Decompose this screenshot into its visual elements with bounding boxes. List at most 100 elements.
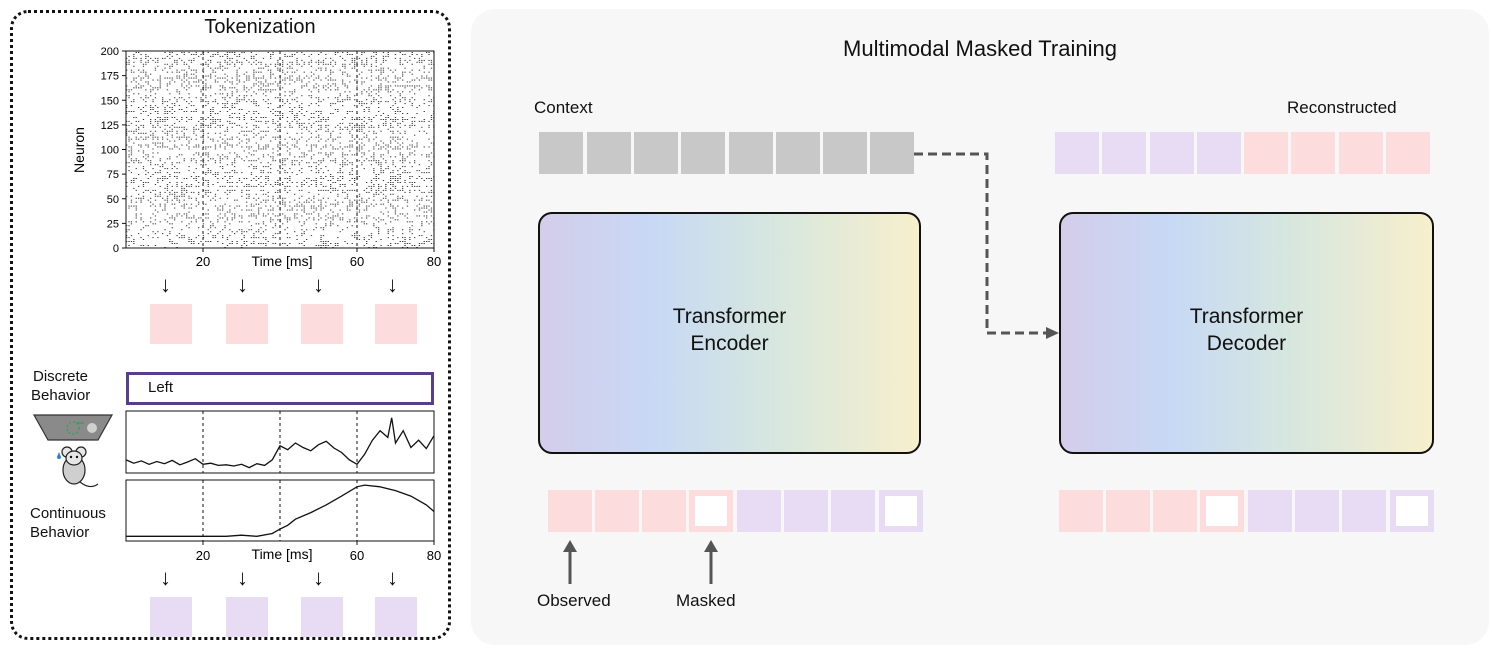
spike bbox=[145, 57, 147, 59]
spike bbox=[272, 219, 274, 221]
spike bbox=[320, 61, 322, 63]
spike bbox=[265, 245, 267, 246]
spike bbox=[145, 136, 147, 138]
spike bbox=[152, 107, 154, 108]
spike bbox=[286, 182, 289, 183]
spike bbox=[373, 101, 375, 103]
spike bbox=[349, 150, 351, 152]
spike bbox=[394, 136, 397, 138]
spike bbox=[246, 126, 248, 128]
spike bbox=[414, 124, 416, 126]
spike bbox=[344, 191, 346, 193]
spike bbox=[394, 69, 397, 71]
spike bbox=[174, 111, 176, 112]
spike bbox=[154, 69, 157, 71]
spike bbox=[224, 105, 226, 107]
spike bbox=[224, 103, 226, 105]
spike bbox=[342, 217, 344, 219]
spike bbox=[342, 71, 344, 73]
spike bbox=[337, 87, 339, 89]
spike bbox=[387, 52, 389, 53]
raster-spikes bbox=[126, 52, 435, 248]
spike bbox=[349, 221, 351, 223]
spike bbox=[248, 195, 250, 197]
spike bbox=[397, 107, 399, 108]
spike bbox=[282, 162, 284, 164]
spike bbox=[301, 209, 303, 211]
spike bbox=[428, 209, 430, 211]
spike bbox=[318, 67, 320, 69]
spike bbox=[226, 111, 229, 112]
spike bbox=[231, 217, 233, 219]
spike bbox=[229, 59, 231, 61]
spike bbox=[342, 128, 344, 130]
spike bbox=[224, 97, 226, 99]
spike bbox=[128, 55, 130, 57]
spike bbox=[375, 219, 377, 221]
spike bbox=[142, 99, 145, 101]
spike bbox=[294, 99, 296, 101]
spike bbox=[320, 239, 322, 240]
spike bbox=[176, 195, 178, 197]
spike bbox=[327, 241, 329, 242]
spike bbox=[164, 52, 166, 53]
spike bbox=[334, 182, 337, 183]
spike bbox=[188, 103, 190, 105]
spike bbox=[375, 65, 377, 67]
spike bbox=[284, 164, 286, 166]
spike bbox=[399, 189, 401, 191]
spike bbox=[322, 243, 325, 244]
spike bbox=[222, 243, 224, 244]
spike bbox=[222, 235, 224, 237]
spike bbox=[397, 180, 399, 181]
spike bbox=[195, 237, 197, 239]
spike bbox=[241, 191, 243, 193]
spike bbox=[231, 57, 233, 59]
spike bbox=[385, 184, 387, 185]
spike bbox=[219, 231, 221, 233]
spike bbox=[174, 195, 176, 197]
spike bbox=[344, 184, 346, 185]
spike bbox=[181, 221, 183, 223]
spike bbox=[272, 122, 274, 124]
spike bbox=[430, 67, 433, 69]
spike bbox=[234, 158, 236, 160]
spike bbox=[378, 189, 380, 191]
spike bbox=[322, 160, 325, 162]
spike bbox=[423, 65, 425, 67]
spike bbox=[130, 81, 133, 83]
spike bbox=[193, 172, 195, 174]
spike bbox=[327, 245, 329, 246]
spike bbox=[265, 229, 267, 231]
spike bbox=[402, 113, 404, 114]
spike bbox=[366, 136, 368, 138]
spike bbox=[392, 185, 394, 187]
spike bbox=[370, 235, 373, 237]
spike bbox=[332, 71, 334, 73]
spike bbox=[219, 85, 221, 87]
spike bbox=[272, 109, 274, 110]
spike bbox=[234, 54, 236, 55]
spike bbox=[246, 197, 248, 199]
context-token bbox=[776, 132, 820, 174]
spike bbox=[330, 69, 332, 71]
spike bbox=[394, 148, 397, 150]
spike bbox=[217, 233, 219, 235]
spike bbox=[310, 136, 313, 138]
spike bbox=[135, 138, 137, 140]
spike bbox=[207, 146, 209, 148]
spike bbox=[394, 213, 397, 215]
spike bbox=[224, 107, 226, 108]
spike bbox=[387, 215, 389, 217]
raster-ytick-label: 0 bbox=[113, 243, 119, 255]
spike bbox=[152, 124, 154, 126]
spike bbox=[147, 199, 149, 201]
spike bbox=[308, 89, 310, 91]
spike bbox=[202, 85, 205, 87]
spike bbox=[354, 65, 356, 67]
spike bbox=[262, 75, 265, 77]
spike bbox=[409, 126, 411, 128]
spike bbox=[126, 237, 128, 239]
masked-arrow bbox=[704, 540, 718, 584]
spike bbox=[373, 245, 375, 246]
